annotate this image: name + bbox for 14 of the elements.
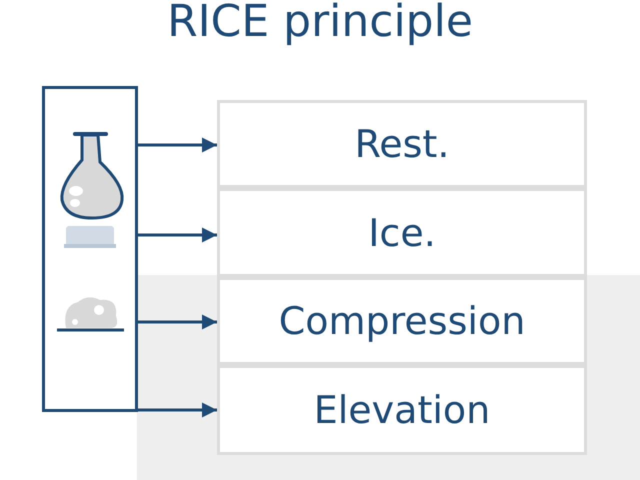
arrow [138, 402, 217, 418]
step-label: Ice. [368, 210, 436, 254]
step-label: Elevation [314, 388, 490, 432]
step-box [217, 188, 587, 277]
arrow [138, 138, 217, 152]
step-box [217, 277, 587, 365]
title: RICE principle [166, 0, 474, 47]
step-box [217, 365, 587, 455]
step-label: Compression [278, 299, 526, 343]
arrow [138, 228, 217, 242]
icon-column-box [42, 86, 138, 412]
arrow [138, 314, 217, 330]
step-label: Rest. [354, 122, 450, 166]
step-box [217, 100, 587, 188]
